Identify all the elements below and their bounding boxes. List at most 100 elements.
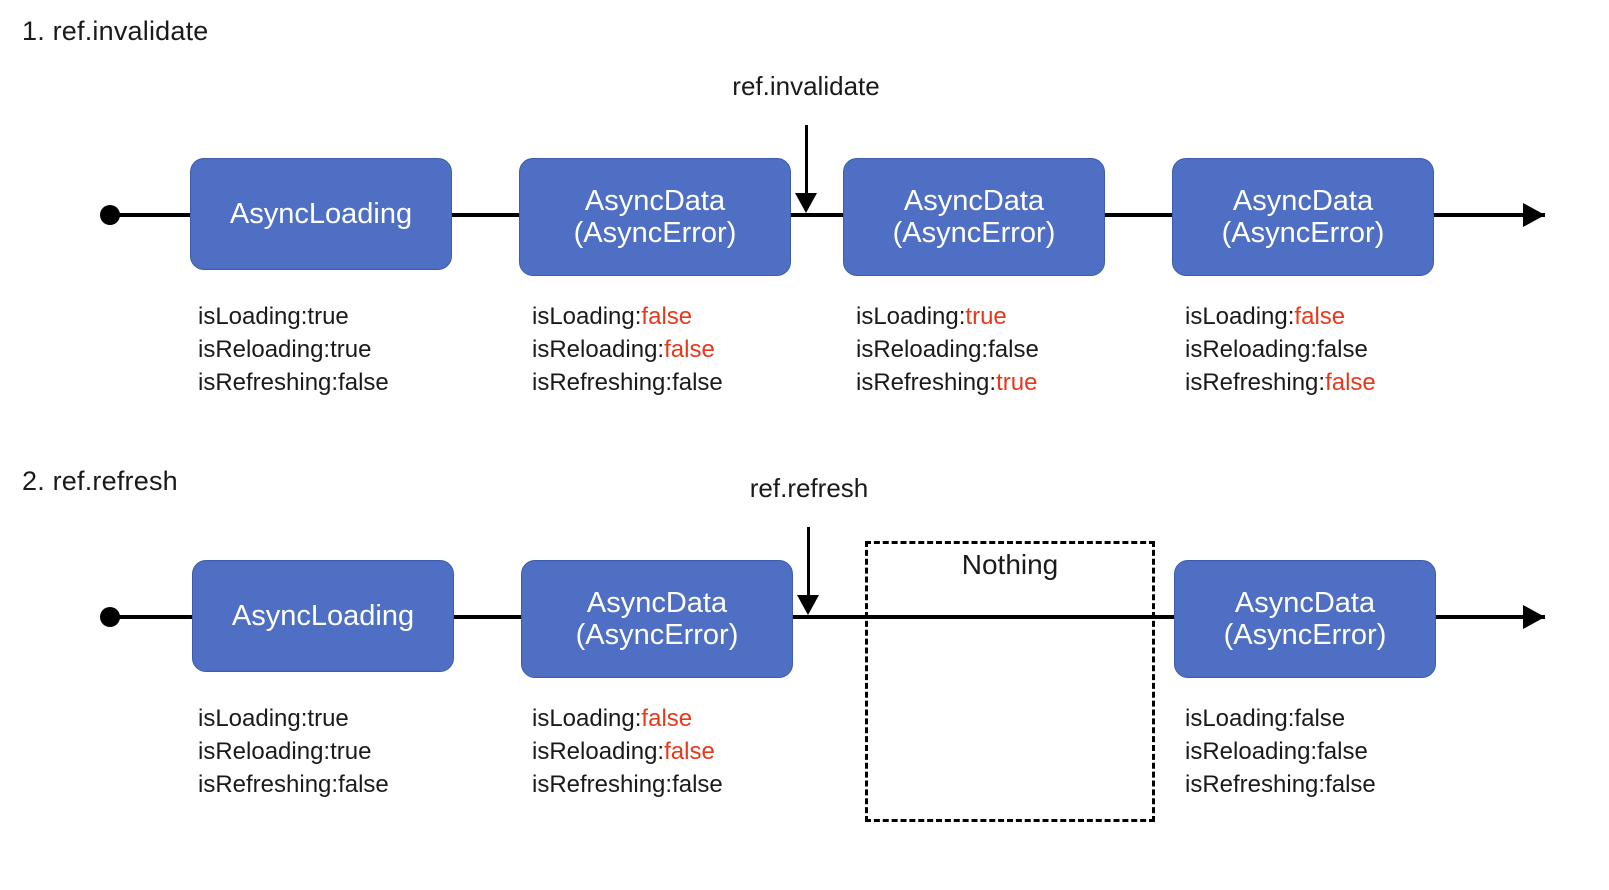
flag-row: isReloading:false	[1185, 333, 1376, 366]
state-box-2-3[interactable]: AsyncData (AsyncError)	[1174, 560, 1436, 678]
flag-value: false	[664, 336, 715, 364]
flag-row: isRefreshing:false	[1185, 768, 1376, 801]
state-box-label-line1: AsyncData	[903, 184, 1045, 217]
flag-row: isLoading:false	[532, 300, 723, 333]
flag-key: isRefreshing:	[1185, 771, 1326, 799]
flag-value: false	[664, 738, 715, 766]
state-box-label-line1: AsyncData	[586, 586, 728, 619]
flag-value: true	[307, 303, 349, 330]
flag-row: isRefreshing:false	[1185, 366, 1376, 399]
flag-row: isRefreshing:false	[198, 366, 389, 399]
flag-key: isReloading:	[198, 336, 331, 364]
flags-2-1: isLoading:true isReloading:true isRefres…	[198, 702, 389, 801]
flag-row: isLoading:true	[198, 300, 389, 333]
flag-row: isReloading:false	[532, 735, 723, 768]
flag-value: true	[307, 705, 349, 732]
state-box-1-1[interactable]: AsyncLoading	[190, 158, 452, 270]
state-box-2-2[interactable]: AsyncData (AsyncError)	[521, 560, 793, 678]
section-title-1: 1. ref.invalidate	[22, 16, 209, 46]
flag-row: isReloading:true	[198, 735, 389, 768]
flags-2-3: isLoading:false isReloading:false isRefr…	[1185, 702, 1376, 801]
flag-row: isLoading:false	[1185, 702, 1376, 735]
state-box-label-line2: (AsyncError)	[1221, 217, 1385, 249]
flag-value: false	[672, 771, 723, 799]
state-box-label-line2: (AsyncError)	[892, 217, 1056, 249]
flag-value: false	[1325, 369, 1376, 397]
flag-value: false	[338, 369, 389, 397]
state-box-2-1[interactable]: AsyncLoading	[192, 560, 454, 672]
flag-row: isLoading:true	[198, 702, 389, 735]
state-box-label-line2: (AsyncError)	[573, 217, 737, 249]
flag-row: isLoading:false	[1185, 300, 1376, 333]
nothing-label: Nothing	[961, 549, 1059, 580]
flag-key: isReloading:	[1185, 336, 1318, 364]
state-box-1-2[interactable]: AsyncData (AsyncError)	[519, 158, 791, 276]
event-arrow-shaft-2	[807, 527, 810, 599]
flag-key: isRefreshing:	[198, 369, 339, 397]
flag-value: true	[965, 303, 1007, 330]
flag-key: isRefreshing:	[198, 771, 339, 799]
flag-row: isRefreshing:false	[198, 768, 389, 801]
nothing-region	[865, 541, 1155, 822]
flag-key: isRefreshing:	[532, 369, 673, 397]
flag-row: isReloading:false	[532, 333, 723, 366]
event-arrow-head-1	[795, 193, 817, 213]
timeline-end-arrow-2	[1523, 605, 1545, 629]
flag-key: isLoading:	[1185, 705, 1295, 732]
state-box-1-3[interactable]: AsyncData (AsyncError)	[843, 158, 1105, 276]
flag-key: isRefreshing:	[532, 771, 673, 799]
flag-key: isLoading:	[532, 705, 642, 732]
state-box-label-line2: (AsyncError)	[575, 619, 739, 651]
flag-value: false	[672, 369, 723, 397]
flag-value: false	[1325, 771, 1376, 799]
flags-1-1: isLoading:true isReloading:true isRefres…	[198, 300, 389, 399]
flag-key: isLoading:	[1185, 303, 1295, 330]
flag-key: isRefreshing:	[1185, 369, 1326, 397]
flag-value: false	[1294, 705, 1346, 732]
flag-row: isRefreshing:false	[532, 366, 723, 399]
flag-row: isLoading:true	[856, 300, 1039, 333]
flag-key: isLoading:	[856, 303, 966, 330]
flags-1-2: isLoading:false isReloading:false isRefr…	[532, 300, 723, 399]
state-box-label-line2: (AsyncError)	[1223, 619, 1387, 651]
flag-value: false	[1317, 738, 1368, 766]
flag-row: isRefreshing:false	[532, 768, 723, 801]
flag-value: true	[330, 336, 372, 364]
flag-key: isLoading:	[198, 705, 308, 732]
flag-key: isLoading:	[532, 303, 642, 330]
flag-row: isReloading:false	[856, 333, 1039, 366]
state-box-label-line1: AsyncLoading	[231, 599, 415, 632]
flag-key: isReloading:	[198, 738, 331, 766]
flag-value: false	[641, 303, 693, 330]
flag-value: false	[1317, 336, 1368, 364]
state-box-label-line1: AsyncData	[1234, 586, 1376, 619]
flag-key: isReloading:	[856, 336, 989, 364]
timeline-axis-1	[110, 213, 1545, 217]
timeline-axis-2	[110, 615, 1545, 619]
timeline-end-arrow-1	[1523, 203, 1545, 227]
state-box-label-line1: AsyncData	[1232, 184, 1374, 217]
event-arrow-shaft-1	[805, 125, 808, 197]
section-title-2: 2. ref.refresh	[22, 466, 178, 496]
flag-key: isRefreshing:	[856, 369, 997, 397]
event-label-ref-invalidate: ref.invalidate	[732, 71, 880, 101]
flag-row: isReloading:true	[198, 333, 389, 366]
event-arrow-head-2	[797, 595, 819, 615]
flag-key: isLoading:	[198, 303, 308, 330]
flag-value: false	[988, 336, 1039, 364]
state-box-1-4[interactable]: AsyncData (AsyncError)	[1172, 158, 1434, 276]
flag-row: isLoading:false	[532, 702, 723, 735]
flag-value: false	[1294, 303, 1346, 330]
state-box-label-line1: AsyncLoading	[229, 197, 413, 230]
event-label-ref-refresh: ref.refresh	[749, 473, 869, 503]
flag-value: true	[996, 369, 1038, 397]
flag-row: isReloading:false	[1185, 735, 1376, 768]
state-box-label-line1: AsyncData	[584, 184, 726, 217]
flags-2-2: isLoading:false isReloading:false isRefr…	[532, 702, 723, 801]
flag-value: false	[641, 705, 693, 732]
flag-value: false	[338, 771, 389, 799]
flag-key: isReloading:	[532, 336, 665, 364]
flags-1-4: isLoading:false isReloading:false isRefr…	[1185, 300, 1376, 399]
flag-value: true	[330, 738, 372, 766]
flag-key: isReloading:	[532, 738, 665, 766]
